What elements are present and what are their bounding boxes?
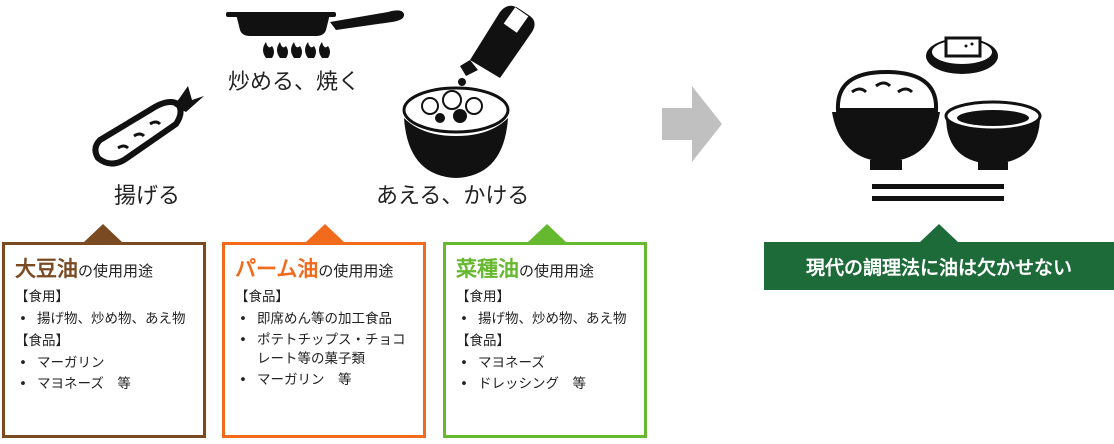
- frying-pan-icon: [226, 10, 405, 36]
- list-item: 揚げ物、炒め物、あえ物: [456, 310, 634, 329]
- arrow-right-icon: [662, 86, 722, 162]
- box-title: 菜種油の使用用途: [456, 253, 634, 283]
- list-item: 即席めん等の加工食品: [235, 310, 413, 329]
- salad-bowl-icon: [402, 86, 510, 178]
- pointer-banner: [920, 224, 958, 242]
- title-suffix: の使用用途: [318, 262, 394, 280]
- label-dress: あえる、かける: [376, 184, 530, 209]
- section-header: 【食品】: [456, 333, 510, 349]
- soybean-oil-box: 大豆油の使用用途 【食用】 揚げ物、炒め物、あえ物 【食品】 マーガリン マヨネ…: [2, 242, 206, 438]
- list-item: マヨネーズ: [456, 354, 634, 373]
- oil-bottle-icon: [458, 5, 535, 86]
- pointer-soybean: [84, 224, 122, 242]
- label-deep-fry: 揚げる: [114, 184, 181, 209]
- label-stir-fry: 炒める、焼く: [228, 70, 361, 95]
- rapeseed-oil-box: 菜種油の使用用途 【食用】 揚げ物、炒め物、あえ物 【食品】 マヨネーズ ドレッ…: [443, 242, 647, 438]
- box-title: パーム油の使用用途: [235, 253, 413, 283]
- section-header: 【食品】: [15, 333, 69, 349]
- list-item: 揚げ物、炒め物、あえ物: [15, 310, 193, 329]
- list-item: ポテトチップス・チョコレート等の菓子類: [235, 331, 417, 369]
- gas-burner-icon: [263, 42, 330, 58]
- section-header: 【食用】: [15, 289, 69, 305]
- title-suffix: の使用用途: [519, 262, 595, 280]
- section-header: 【食品】: [235, 289, 289, 305]
- pointer-rapeseed: [528, 224, 566, 242]
- pointer-palm: [306, 224, 344, 242]
- list-item: マーガリン 等: [235, 371, 413, 390]
- japanese-meal-icon: [832, 36, 1042, 201]
- box-title: 大豆油の使用用途: [15, 253, 193, 283]
- conclusion-banner: 現代の調理法に油は欠かせない: [764, 242, 1114, 290]
- oil-name: 大豆油: [15, 257, 78, 281]
- title-suffix: の使用用途: [78, 262, 154, 280]
- list-item: マーガリン: [15, 354, 193, 373]
- oil-name: 菜種油: [456, 257, 519, 281]
- fried-shrimp-icon: [92, 86, 204, 167]
- list-item: ドレッシング 等: [456, 375, 634, 394]
- palm-oil-box: パーム油の使用用途 【食品】 即席めん等の加工食品 ポテトチップス・チョコレート…: [222, 242, 426, 438]
- list-item: マヨネーズ 等: [15, 375, 193, 394]
- oil-name: パーム油: [235, 257, 319, 281]
- section-header: 【食用】: [456, 289, 510, 305]
- illustrations: [92, 5, 1042, 201]
